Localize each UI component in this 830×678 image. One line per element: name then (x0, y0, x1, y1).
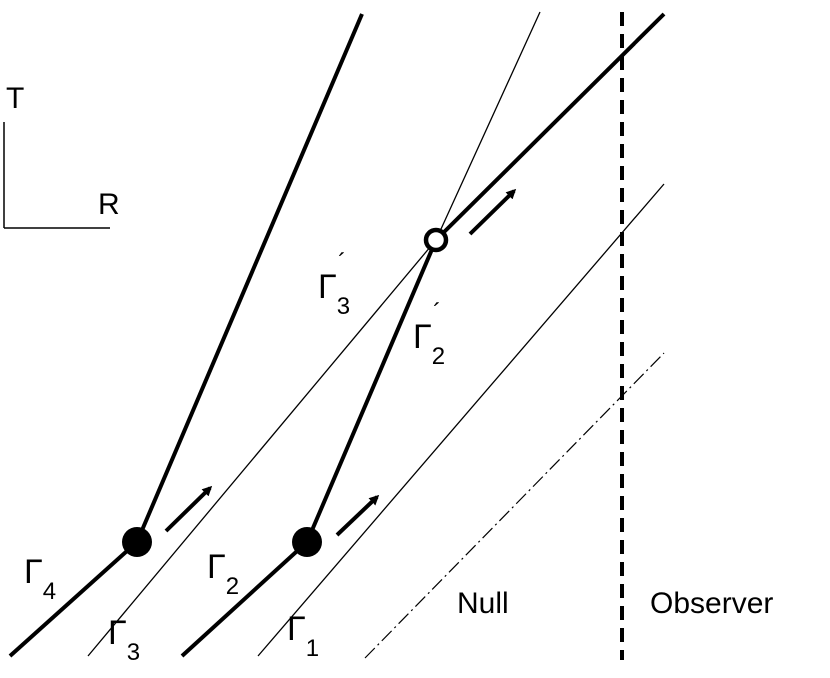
gamma3-worldline (87, 239, 437, 657)
left-arrow (164, 485, 213, 533)
thin-worldlines (87, 11, 665, 657)
intersection-event-circle (423, 227, 449, 253)
gamma2-label: Γ2 (207, 548, 239, 600)
gamma4-label: Γ4 (24, 553, 56, 605)
gamma2-prime-worldline (305, 239, 438, 543)
observer-label: Observer (650, 587, 773, 620)
gamma3-prime-label: Γ3´ (318, 249, 350, 320)
null-label: Null (457, 587, 509, 620)
null-ray-line (364, 352, 665, 659)
upper-arrow (468, 188, 517, 236)
left-event-dot (122, 527, 152, 557)
thick-worldlines (8, 12, 666, 658)
gamma4-worldline (8, 540, 139, 658)
space-axis-label: R (98, 188, 120, 221)
direction-arrows (164, 188, 517, 537)
gamma3-label: Γ3 (108, 614, 140, 666)
gamma2-prime-label: Γ2´ (413, 299, 445, 370)
gamma1-worldline (257, 183, 665, 657)
gamma2-worldline (180, 540, 309, 658)
outgoing-worldline (434, 12, 666, 242)
axis-indicator: T R (3, 82, 120, 229)
gamma1-label: Γ1 (287, 610, 319, 662)
gamma3-continuation-line (435, 11, 541, 241)
right-arrow (335, 494, 380, 537)
merged-worldline (135, 13, 364, 543)
time-axis-label: T (6, 82, 24, 115)
right-event-dot (292, 527, 322, 557)
